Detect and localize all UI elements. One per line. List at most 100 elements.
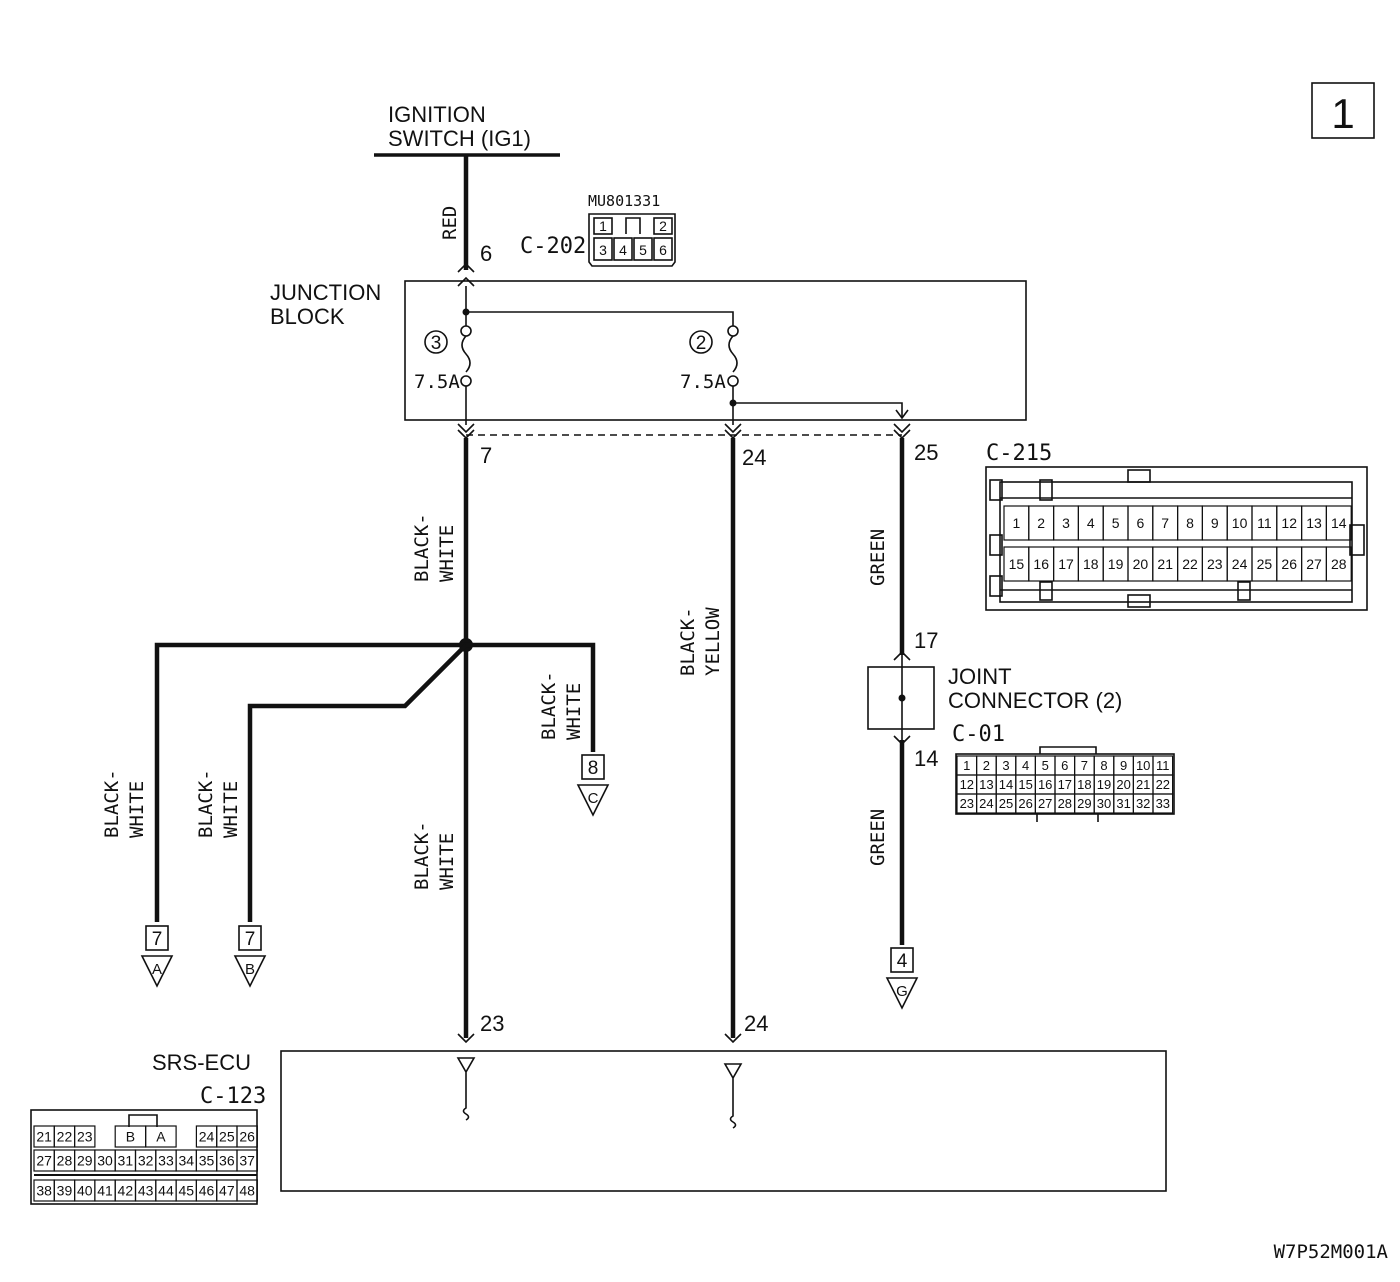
wire-color-green-lower: GREEN [867, 809, 889, 866]
offpage-connector-b[interactable]: 7 B [233, 925, 267, 988]
offpage-g-pin: 4 [897, 951, 908, 972]
joint-pin-33: 33 [1156, 796, 1170, 811]
c202-pin-5: 5 [639, 242, 647, 258]
joint-pin-12: 12 [960, 777, 974, 792]
joint-pin-14: 14 [999, 777, 1013, 792]
c202-name: C-202 [520, 234, 586, 259]
c123-pin-26: 26 [239, 1129, 255, 1145]
c123-pin-48: 48 [239, 1183, 255, 1199]
ignition-switch: IGNITION SWITCH (IG1) [374, 102, 560, 157]
joint-pin-6: 6 [1061, 758, 1068, 773]
wire-color-bw-b-1: BLACK- [195, 769, 217, 838]
joint-pin-10: 10 [1136, 758, 1150, 773]
c123-pin-24: 24 [199, 1129, 215, 1145]
joint-pin-3: 3 [1002, 758, 1009, 773]
c215-pin-28: 28 [1331, 556, 1347, 572]
joint-connector-label-2: CONNECTOR (2) [948, 688, 1122, 713]
fuse-3-rating: 7.5A [414, 371, 460, 393]
c123-pin-42: 42 [118, 1183, 134, 1199]
joint-pin-13: 13 [979, 777, 993, 792]
c215-pin-13: 13 [1306, 515, 1322, 531]
c215-pin-22: 22 [1182, 556, 1198, 572]
fuse-3-number: 3 [431, 333, 442, 354]
joint-pin-2: 2 [983, 758, 990, 773]
c215-pin-27: 27 [1306, 556, 1322, 572]
connector-c202: MU801331 C-202 1 2 3 4 5 6 [520, 192, 676, 267]
c215-pin-28-cell [1325, 546, 1352, 582]
offpage-c-pin: 8 [588, 758, 599, 779]
c202-pin-1: 1 [599, 218, 607, 234]
joint-pin-28: 28 [1058, 796, 1072, 811]
joint-pin-17: 17 [1058, 777, 1072, 792]
c202-part-no: MU801331 [588, 192, 660, 210]
pin-jb-out-7: 7 [480, 443, 492, 468]
offpage-connector-g[interactable]: 4 G [885, 947, 919, 1010]
ignition-switch-label-2: SWITCH (IG1) [388, 126, 531, 151]
joint-pin-26: 26 [1018, 796, 1032, 811]
fuse-2-number: 2 [696, 333, 707, 354]
joint-pin-15: 15 [1018, 777, 1032, 792]
joint-pin-29: 29 [1077, 796, 1091, 811]
joint-pin-19: 19 [1097, 777, 1111, 792]
ignition-switch-label-1: IGNITION [388, 102, 486, 127]
offpage-connector-c[interactable]: 8 C [576, 754, 610, 817]
c215-pin-12: 12 [1281, 515, 1297, 531]
joint-pin-22: 22 [1156, 777, 1170, 792]
c215-pin-6: 6 [1137, 515, 1145, 531]
c215-pin-7: 7 [1161, 515, 1169, 531]
wire-color-bw-c-1: BLACK- [538, 671, 560, 740]
c215-pin-9: 9 [1211, 515, 1219, 531]
c123-pin-25: 25 [219, 1129, 235, 1145]
c123-pin-46: 46 [199, 1183, 215, 1199]
joint-pin-24: 24 [979, 796, 993, 811]
c215-pin-17: 17 [1058, 556, 1074, 572]
c123-pin-30: 30 [97, 1153, 113, 1169]
pin-jb-input: 6 [480, 241, 492, 266]
c215-pin-11: 11 [1257, 515, 1272, 531]
c123-pin-45: 45 [178, 1183, 194, 1199]
c215-pin-4: 4 [1087, 515, 1095, 531]
c123-pin-34: 34 [178, 1153, 194, 1169]
joint-connector-label-1: JOINT [948, 664, 1012, 689]
c215-name: C-215 [986, 441, 1052, 466]
c123-pin-32: 32 [138, 1153, 154, 1169]
wire-color-bw-main-1: BLACK- [411, 513, 433, 582]
joint-pin-30: 30 [1097, 796, 1111, 811]
c123-pin-28: 28 [57, 1153, 73, 1169]
c123-pin-21: 21 [36, 1129, 52, 1145]
offpage-a-pin: 7 [152, 929, 163, 950]
wire-color-bw-lower-2: WHITE [436, 833, 458, 890]
c123-pin-41: 41 [97, 1183, 113, 1199]
joint-pin-out: 14 [914, 746, 938, 771]
wire-color-bw-b-2: WHITE [220, 781, 242, 838]
srs-pin-23: 23 [480, 1011, 504, 1036]
joint-pin-20: 20 [1116, 777, 1130, 792]
c123-pin-37-cell [236, 1149, 258, 1172]
c123-pin-B: B [126, 1129, 135, 1145]
wire-color-bw-a-2: WHITE [126, 781, 148, 838]
wire-color-bw-a-1: BLACK- [101, 769, 123, 838]
srs-ecu-label: SRS-ECU [152, 1050, 251, 1075]
wire-color-green-upper: GREEN [867, 529, 889, 586]
joint-pin-31: 31 [1116, 796, 1130, 811]
c123-pin-26-cell [236, 1125, 258, 1148]
offpage-b-letter: B [245, 961, 255, 978]
junction-block-label-1: JUNCTION [270, 280, 381, 305]
offpage-connector-a[interactable]: 7 A [140, 925, 174, 988]
c215-pin-1: 1 [1013, 515, 1021, 531]
page-number: 1 [1331, 90, 1354, 137]
joint-pin-11: 11 [1156, 758, 1170, 773]
c215-pin-14: 14 [1331, 515, 1347, 531]
offpage-c-letter: C [588, 790, 599, 807]
c215-pin-23: 23 [1207, 556, 1223, 572]
srs-pin-24: 24 [744, 1011, 768, 1036]
c123-pin-23-cell [73, 1125, 96, 1148]
junction-block: JUNCTION BLOCK 3 7.5A 2 7.5A [270, 280, 1027, 440]
joint-pin-23: 23 [960, 796, 974, 811]
